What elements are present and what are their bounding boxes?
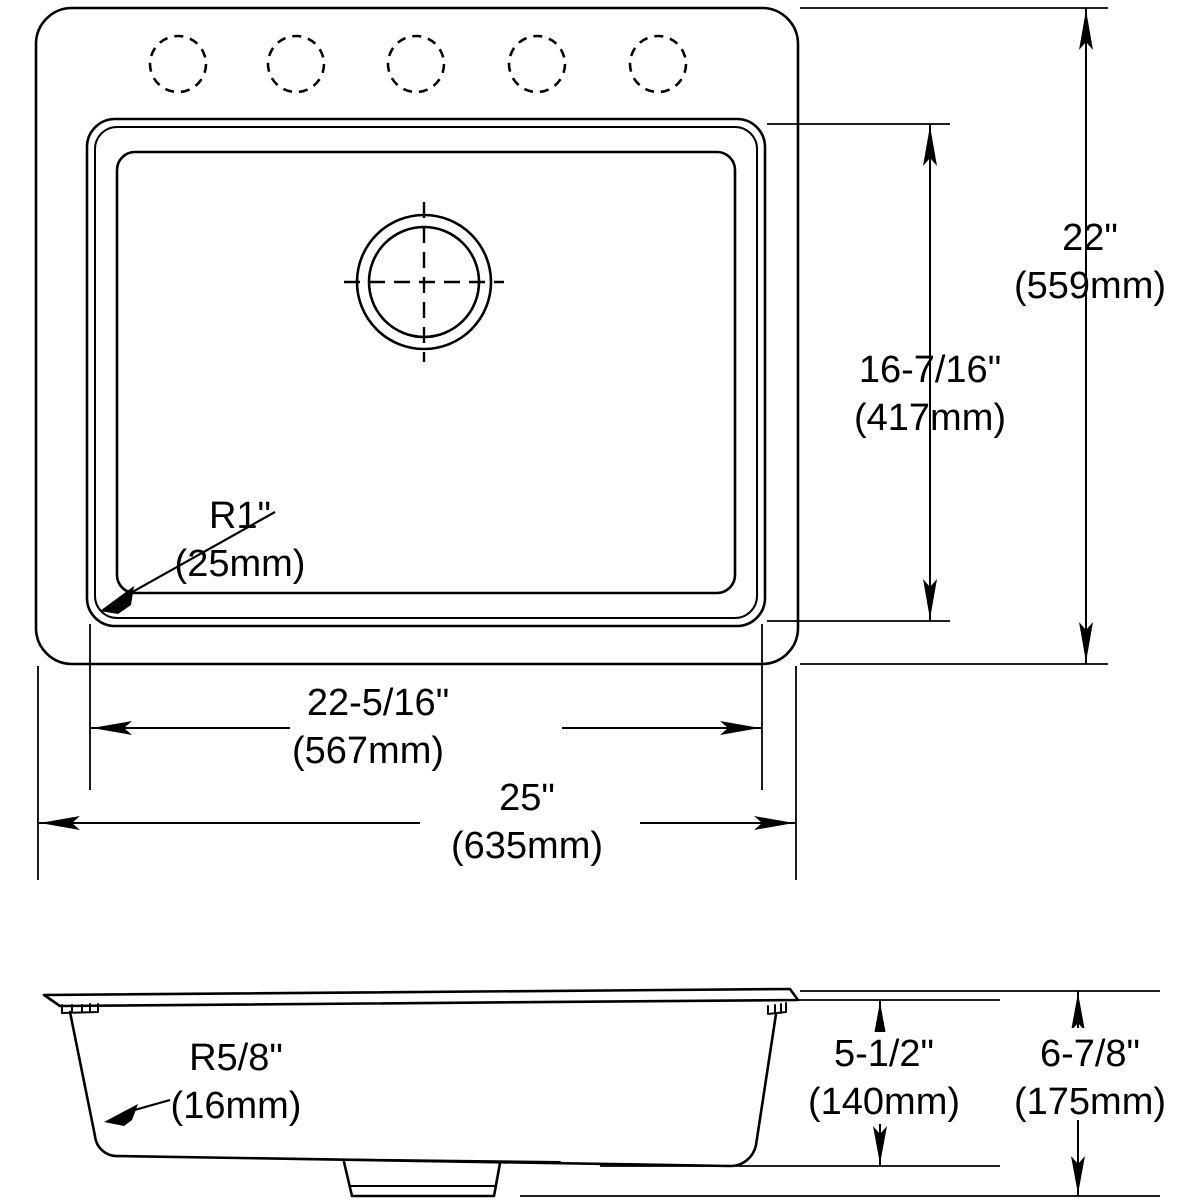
overall-height-dimension: 22" (559mm)	[800, 7, 1166, 665]
drain-opening	[344, 202, 504, 362]
sink-rim-profile	[42, 987, 800, 1008]
faucet-hole	[386, 34, 446, 94]
bowl-rim-inner	[94, 126, 758, 619]
bowl-basin-outline	[115, 150, 737, 595]
overall-height-metric: (559mm)	[1014, 265, 1166, 307]
bowl-height-imperial: 16-7/16"	[859, 349, 1001, 391]
overall-depth-metric: (175mm)	[1014, 1081, 1166, 1123]
faucet-hole	[507, 34, 567, 94]
bowl-width-metric: (567mm)	[292, 730, 444, 772]
bowl-rim-outer	[85, 117, 767, 628]
bowl-width-dimension: 22-5/16" (567mm)	[89, 624, 763, 790]
base-radius-imperial: R5/8"	[189, 1037, 283, 1079]
bowl-height-metric: (417mm)	[854, 397, 1006, 439]
overall-width-metric: (635mm)	[451, 825, 603, 867]
bowl-bottom-inner	[299, 1158, 561, 1163]
mounting-clip-right	[767, 1002, 787, 1015]
base-radius-callout: R5/8" (16mm)	[104, 1037, 301, 1127]
overall-depth-dimension: 6-7/8" (175mm)	[520, 990, 1200, 1197]
bowl-depth-dimension: 5-1/2" (140mm)	[600, 999, 1000, 1167]
bowl-depth-imperial: 5-1/2"	[834, 1033, 934, 1075]
corner-radius-imperial: R1"	[209, 495, 271, 537]
mounting-clip-left	[61, 1003, 99, 1014]
faucet-hole	[628, 34, 688, 94]
bowl-width-imperial: 22-5/16"	[307, 682, 449, 724]
base-radius-metric: (16mm)	[171, 1085, 302, 1127]
overall-height-imperial: 22"	[1062, 217, 1118, 259]
bowl-height-dimension: 16-7/16" (417mm)	[767, 123, 1006, 622]
overall-width-imperial: 25"	[499, 777, 555, 819]
faucet-hole	[266, 34, 326, 94]
faucet-hole-group	[148, 34, 688, 94]
faucet-hole	[148, 34, 208, 94]
overall-width-dimension: 25" (635mm)	[37, 666, 797, 880]
drain-recess-section	[342, 1160, 502, 1198]
bowl-depth-metric: (140mm)	[808, 1081, 960, 1123]
overall-depth-imperial: 6-7/8"	[1040, 1033, 1140, 1075]
corner-radius-metric: (25mm)	[175, 543, 306, 585]
corner-radius-callout: R1" (25mm)	[100, 495, 305, 614]
top-plan-view: R1" (25mm) 22" (559mm) 16-7/16" (417mm)	[34, 6, 1166, 880]
front-section-view: R5/8" (16mm) 5-1/2" (140mm) 6-7/8" (175m…	[42, 987, 1200, 1198]
